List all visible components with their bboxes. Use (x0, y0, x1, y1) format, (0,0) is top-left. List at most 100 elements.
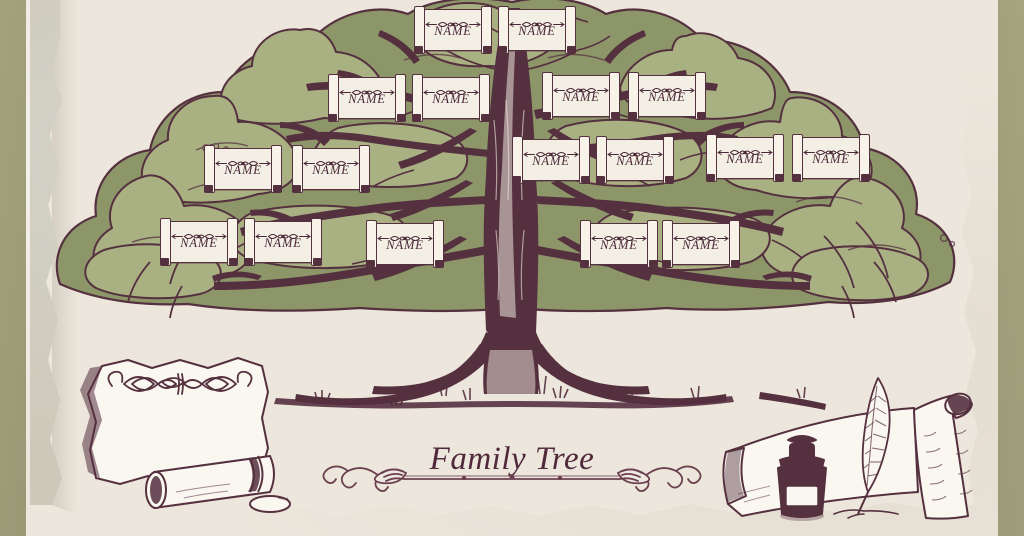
name-plate[interactable]: NAME (160, 218, 238, 266)
name-plate-roll-right (609, 72, 620, 120)
name-plate-roll-left (542, 72, 553, 120)
name-plate-ornament (716, 143, 774, 155)
name-plate-foot-left (328, 114, 337, 121)
plate-ornament (803, 150, 859, 155)
plate-ornament (171, 234, 227, 239)
name-plate-roll-left (366, 220, 377, 268)
name-plate-foot-right (483, 46, 492, 53)
name-plate-roll-right (311, 218, 322, 266)
name-plate-foot-right (665, 176, 674, 183)
name-plate-roll-right (433, 220, 444, 268)
name-plate-roll-left (204, 145, 215, 193)
name-plate-label: NAME (616, 154, 654, 168)
name-plate-foot-right (775, 174, 784, 181)
name-plate-roll-left (412, 74, 423, 122)
name-plate-foot-left (498, 46, 507, 53)
plate-ornament (639, 88, 695, 93)
name-plate-label: NAME (264, 236, 302, 250)
name-plate-label: NAME (648, 90, 686, 104)
name-plate-foot-left (628, 112, 637, 119)
plate-ornament (553, 88, 609, 93)
name-plate-ornament (522, 145, 580, 157)
name-plate-ornament (302, 154, 360, 166)
name-plate-foot-left (412, 114, 421, 121)
name-plate-roll-right (859, 134, 870, 182)
name-plate-roll-left (160, 218, 171, 266)
name-plate[interactable]: NAME (412, 74, 490, 122)
name-plate-foot-right (581, 176, 590, 183)
name-plate-ornament (802, 143, 860, 155)
plate-ornament (423, 90, 479, 95)
name-plate-roll-left (662, 220, 673, 268)
name-plate-roll-left (328, 74, 339, 122)
name-plate-label: NAME (224, 163, 262, 177)
name-plate-roll-left (628, 72, 639, 120)
name-plate-label: NAME (312, 163, 350, 177)
name-plate-ornament (214, 154, 272, 166)
scroll-inkwell-quill-illustration (722, 377, 973, 521)
plate-ornament (425, 22, 481, 27)
blank-parchment-illustration (80, 357, 291, 513)
page-title: Family Tree (429, 441, 595, 477)
name-plate-body (799, 137, 865, 179)
name-plate[interactable]: NAME (792, 134, 870, 182)
name-plate-foot-right (697, 112, 706, 119)
name-plate-label: NAME (434, 24, 472, 38)
name-plate-roll-left (292, 145, 303, 193)
name-plate-label: NAME (562, 90, 600, 104)
name-plate[interactable]: NAME (596, 136, 674, 184)
name-plate[interactable]: NAME (292, 145, 370, 193)
name-plate-foot-left (292, 185, 301, 192)
name-plate-foot-left (160, 258, 169, 265)
name-plate-roll-right (395, 74, 406, 122)
name-plate-roll-right (227, 218, 238, 266)
name-plate-ornament (422, 83, 480, 95)
name-plate[interactable]: NAME (706, 134, 784, 182)
name-plate-roll-right (695, 72, 706, 120)
plate-ornament (339, 90, 395, 95)
name-plate-roll-right (359, 145, 370, 193)
name-plate-body (519, 139, 585, 181)
name-plate-label: NAME (600, 238, 638, 252)
name-plate[interactable]: NAME (498, 6, 576, 54)
name-plate[interactable]: NAME (328, 74, 406, 122)
name-plate-foot-left (414, 46, 423, 53)
name-plate-foot-left (580, 260, 589, 267)
name-plate-ornament (672, 229, 730, 241)
name-plate-foot-right (273, 185, 282, 192)
name-plate[interactable]: NAME (366, 220, 444, 268)
name-plate-roll-left (414, 6, 425, 54)
name-plate[interactable]: NAME (628, 72, 706, 120)
name-plate-foot-left (596, 176, 605, 183)
name-plate-foot-left (662, 260, 671, 267)
plate-ornament (215, 161, 271, 166)
name-plate-ornament (606, 145, 664, 157)
name-plate-ornament (170, 227, 228, 239)
name-plate[interactable]: NAME (512, 136, 590, 184)
name-plate[interactable]: NAME (580, 220, 658, 268)
name-plate-body (167, 221, 233, 263)
name-plate-roll-left (792, 134, 803, 182)
name-plate[interactable]: NAME (204, 145, 282, 193)
name-plate-roll-right (479, 74, 490, 122)
name-plate-label: NAME (726, 152, 764, 166)
name-plate-label: NAME (348, 92, 386, 106)
name-plate[interactable]: NAME (244, 218, 322, 266)
name-plate-roll-right (773, 134, 784, 182)
name-plate-roll-right (579, 136, 590, 184)
name-plate-foot-left (542, 112, 551, 119)
name-plate[interactable]: NAME (414, 6, 492, 54)
name-plate-label: NAME (180, 236, 218, 250)
name-plate-label: NAME (532, 154, 570, 168)
title-ornament-divider (322, 465, 702, 492)
name-plate-body (211, 148, 277, 190)
name-plate[interactable]: NAME (542, 72, 620, 120)
name-plate-foot-right (611, 112, 620, 119)
name-plate-roll-left (244, 218, 255, 266)
name-plate-label: NAME (812, 152, 850, 166)
name-plate-ornament (338, 83, 396, 95)
name-plate[interactable]: NAME (662, 220, 740, 268)
name-plate-foot-right (481, 114, 490, 121)
name-plate-foot-right (435, 260, 444, 267)
name-plate-foot-left (792, 174, 801, 181)
